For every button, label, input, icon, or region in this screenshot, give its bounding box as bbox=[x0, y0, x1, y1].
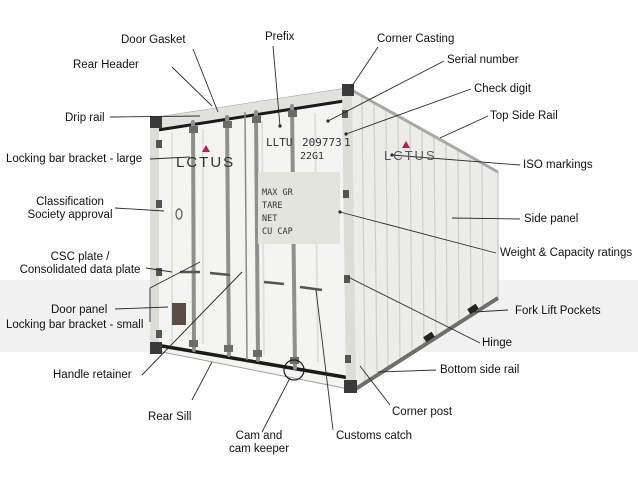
label-iso-markings: ISO markings bbox=[523, 159, 593, 171]
label-corner-casting: Corner Casting bbox=[377, 33, 455, 45]
label-top-side-rail: Top Side Rail bbox=[490, 110, 558, 122]
label-check-digit: Check digit bbox=[474, 83, 531, 95]
prefix-code: LLTU bbox=[266, 136, 293, 149]
label-csc-plate-line2: Consolidated data plate bbox=[19, 264, 141, 276]
label-drip-rail: Drip rail bbox=[65, 112, 105, 124]
label-csc-plate: CSC plate / Consolidated data plate bbox=[10, 251, 150, 277]
brand-logo-side: LCTUS bbox=[384, 148, 437, 163]
label-door-panel: Door panel bbox=[51, 304, 108, 316]
label-classification: Classification Society approval bbox=[20, 196, 120, 222]
label-prefix: Prefix bbox=[265, 31, 295, 43]
label-weight-capacity: Weight & Capacity ratings bbox=[500, 247, 633, 259]
weight-panel bbox=[258, 172, 340, 244]
weight-label-4: CU CAP bbox=[262, 227, 293, 237]
corner-casting-bl bbox=[150, 342, 162, 354]
label-hinge: Hinge bbox=[482, 337, 513, 349]
leader-lines bbox=[109, 45, 521, 433]
label-cam-keeper: Cam and cam keeper bbox=[222, 430, 296, 456]
label-customs-catch: Customs catch bbox=[336, 430, 413, 442]
bottom-side-rail-shape bbox=[352, 296, 500, 392]
fork-pocket-2 bbox=[467, 303, 479, 315]
left-corner-post bbox=[150, 118, 159, 352]
fork-pocket-1 bbox=[423, 331, 435, 343]
hinges bbox=[156, 110, 351, 363]
label-bottom-side-rail: Bottom side rail bbox=[440, 364, 520, 376]
iso-code: 22G1 bbox=[300, 151, 324, 162]
right-corner-post bbox=[342, 88, 356, 390]
label-handle-retainer: Handle retainer bbox=[53, 369, 132, 381]
door-split bbox=[244, 111, 248, 361]
serial-code: 209773 bbox=[302, 136, 342, 149]
door-handles bbox=[180, 270, 323, 292]
label-cam-line2: cam keeper bbox=[228, 443, 290, 455]
top-side-rail-shape bbox=[347, 86, 499, 174]
corner-casting-br bbox=[344, 380, 357, 393]
label-rear-sill: Rear Sill bbox=[148, 411, 192, 423]
check-digit-code: 1 bbox=[344, 136, 351, 149]
label-side-panel: Side panel bbox=[524, 213, 579, 225]
label-locking-bar-bracket-small: Locking bar bracket - small bbox=[6, 319, 144, 331]
label-rear-header: Rear Header bbox=[73, 59, 139, 71]
weight-label-3: NET bbox=[262, 214, 277, 224]
logo-accent-side bbox=[402, 141, 410, 148]
logo-accent-door bbox=[202, 145, 210, 152]
classification-mark bbox=[175, 208, 183, 220]
corner-casting-tl bbox=[150, 116, 162, 128]
label-cam-line1: Cam and bbox=[235, 430, 283, 442]
weight-label-1: MAX GR bbox=[262, 188, 294, 198]
rear-header-shape bbox=[152, 88, 348, 130]
label-classification-line2: Society approval bbox=[27, 209, 113, 221]
rear-sill-shape bbox=[155, 343, 351, 380]
weight-label-2: TARE bbox=[262, 201, 282, 211]
label-door-gasket: Door Gasket bbox=[121, 34, 186, 46]
label-csc-plate-line1: CSC plate / bbox=[50, 251, 110, 263]
label-classification-line1: Classification bbox=[36, 196, 104, 208]
cam-keeper-highlight bbox=[283, 359, 305, 381]
label-locking-bar-bracket-large: Locking bar bracket - large bbox=[6, 153, 143, 165]
csc-plate bbox=[172, 303, 186, 325]
leader-dots bbox=[278, 84, 394, 214]
label-fork-lift-pockets: Fork Lift Pockets bbox=[515, 305, 601, 317]
side-corrugation bbox=[361, 96, 484, 383]
header-gasket bbox=[157, 99, 345, 132]
brand-logo-door: LCTUS bbox=[176, 154, 235, 171]
label-corner-post: Corner post bbox=[392, 406, 453, 418]
label-serial-number: Serial number bbox=[447, 54, 519, 66]
